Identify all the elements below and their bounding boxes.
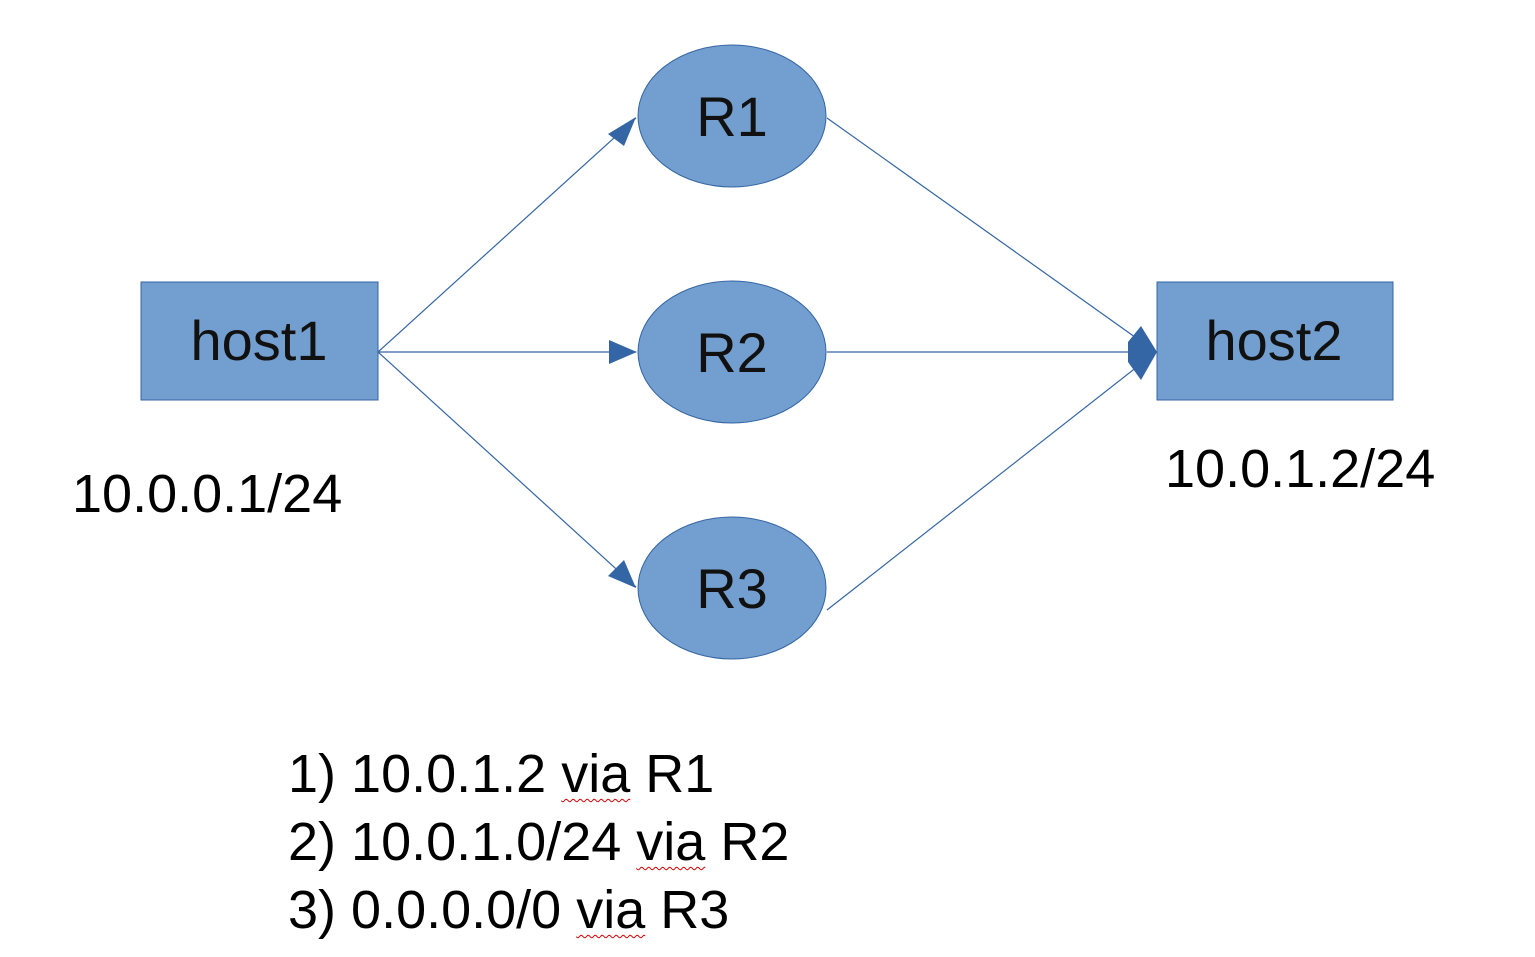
route-number: 3): [288, 880, 337, 940]
arrowhead-r3: [608, 560, 636, 588]
arrowhead-r2: [609, 340, 637, 364]
routing-table: 1) 10.0.1.2 via R1 2) 10.0.1.0/24 via R2…: [288, 740, 789, 944]
r1-label: R1: [696, 85, 768, 148]
route-via: via: [576, 880, 646, 940]
route-router: R2: [720, 812, 790, 872]
r2-ellipse: [637, 280, 827, 424]
edges: [377, 117, 1157, 611]
r3-label: R3: [696, 557, 768, 620]
r3-ellipse: [637, 516, 827, 660]
r2-node[interactable]: R2: [637, 280, 827, 424]
edge-host1-r3: [377, 351, 637, 588]
host2-address: 10.0.1.2/24: [1165, 439, 1435, 499]
r1-ellipse: [637, 44, 827, 188]
edge-r3-host2: [826, 351, 1157, 611]
route-2: 2) 10.0.1.0/24 via R2: [288, 808, 789, 876]
route-number: 1): [288, 744, 337, 804]
host1-box: [140, 281, 379, 401]
host2-node[interactable]: host2: [1156, 281, 1394, 401]
edge-host1-r1: [377, 117, 637, 353]
route-router: R3: [660, 880, 730, 940]
arrowhead-host2: [1128, 326, 1157, 380]
route-prefix: 0.0.0.0/0: [351, 880, 562, 940]
route-prefix: 10.0.1.2: [351, 744, 547, 804]
r1-node[interactable]: R1: [637, 44, 827, 188]
route-3: 3) 0.0.0.0/0 via R3: [288, 876, 789, 944]
host1-label: host1: [191, 309, 328, 372]
arrowhead-r1: [608, 117, 636, 146]
r3-node[interactable]: R3: [637, 516, 827, 660]
host2-box: [1156, 281, 1394, 401]
host2-label: host2: [1206, 309, 1343, 372]
edge-r1-host2: [826, 117, 1157, 353]
route-router: R1: [645, 744, 715, 804]
host1-address: 10.0.0.1/24: [72, 464, 342, 524]
r2-label: R2: [696, 321, 768, 384]
route-prefix: 10.0.1.0/24: [351, 812, 622, 872]
host1-node[interactable]: host1: [140, 281, 379, 401]
route-via: via: [561, 744, 631, 804]
route-via: via: [636, 812, 706, 872]
route-number: 2): [288, 812, 337, 872]
route-1: 1) 10.0.1.2 via R1: [288, 740, 789, 808]
